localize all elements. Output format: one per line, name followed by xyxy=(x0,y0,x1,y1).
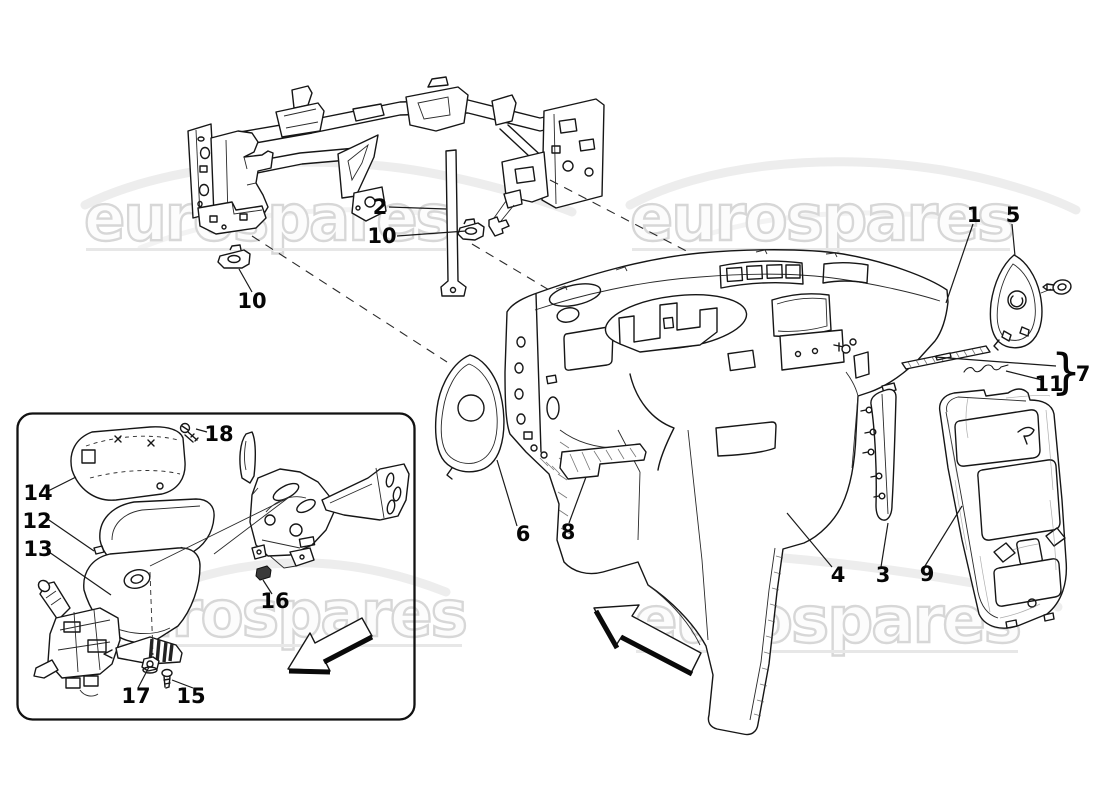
end-panel-6-drawing xyxy=(434,354,505,480)
screw-15-icon xyxy=(161,668,173,689)
part-label-5[interactable]: 5 xyxy=(1006,203,1021,227)
part-labels: 1 2 3 4 5 6 7 8 9 10 10 11 12 13 14 15 1… xyxy=(22,195,1090,708)
watermark-underline xyxy=(90,644,462,647)
watermark-underline xyxy=(636,650,1018,653)
part-label-18[interactable]: 18 xyxy=(204,422,233,446)
lower-trim-8-drawing xyxy=(559,443,647,480)
part-label-15[interactable]: 15 xyxy=(176,684,205,708)
watermark-underline xyxy=(632,248,1010,251)
steering-column-box xyxy=(16,412,416,721)
group-brace-7: } xyxy=(1051,344,1082,400)
cross-beam-drawing xyxy=(187,76,605,297)
part-label-2[interactable]: 2 xyxy=(373,195,388,219)
nut-17-icon xyxy=(141,656,160,674)
direction-arrow-left-lower xyxy=(287,617,374,675)
part-label-17[interactable]: 17 xyxy=(121,684,150,708)
direction-arrow-left-center xyxy=(593,604,702,677)
part-label-10a[interactable]: 10 xyxy=(367,224,396,248)
stalk-switch-drawing xyxy=(33,579,121,697)
part-label-8[interactable]: 8 xyxy=(561,520,576,544)
clip-16-icon xyxy=(255,565,272,581)
screw-18-icon xyxy=(179,422,199,443)
clip-10-right-drawing xyxy=(457,218,485,241)
column-bracket-drawing xyxy=(239,431,410,569)
column-shaft-drawing xyxy=(103,636,183,665)
part-label-7[interactable]: 7 xyxy=(1076,362,1091,386)
part-label-13[interactable]: 13 xyxy=(23,537,52,561)
script-badge-drawing xyxy=(963,364,1009,373)
part-label-1[interactable]: 1 xyxy=(967,203,982,227)
part-label-11[interactable]: 11 xyxy=(1034,372,1063,396)
watermark-underline xyxy=(86,248,446,251)
dashboard-drawing xyxy=(504,249,949,736)
leader-lines xyxy=(45,206,1057,689)
part-label-3[interactable]: 3 xyxy=(876,563,891,587)
support-bracket-3-drawing xyxy=(860,382,897,521)
part-label-9[interactable]: 9 xyxy=(920,562,935,586)
part-label-10b[interactable]: 10 xyxy=(237,289,266,313)
watermark-text-top-right: eurospares xyxy=(630,182,1013,256)
part-label-4[interactable]: 4 xyxy=(831,563,846,587)
part-label-6[interactable]: 6 xyxy=(516,522,531,546)
part-label-12[interactable]: 12 xyxy=(22,509,51,533)
console-panel-9-drawing xyxy=(938,388,1068,629)
push-pin-fastener-drawing xyxy=(1042,279,1072,295)
part-label-16[interactable]: 16 xyxy=(260,589,289,613)
clip-10-left-drawing xyxy=(217,244,251,269)
end-panel-5-drawing xyxy=(989,254,1072,351)
part-label-14[interactable]: 14 xyxy=(23,481,52,505)
upper-shroud-14-drawing xyxy=(70,426,186,501)
watermark-text-top-left: eurospares xyxy=(84,182,450,256)
